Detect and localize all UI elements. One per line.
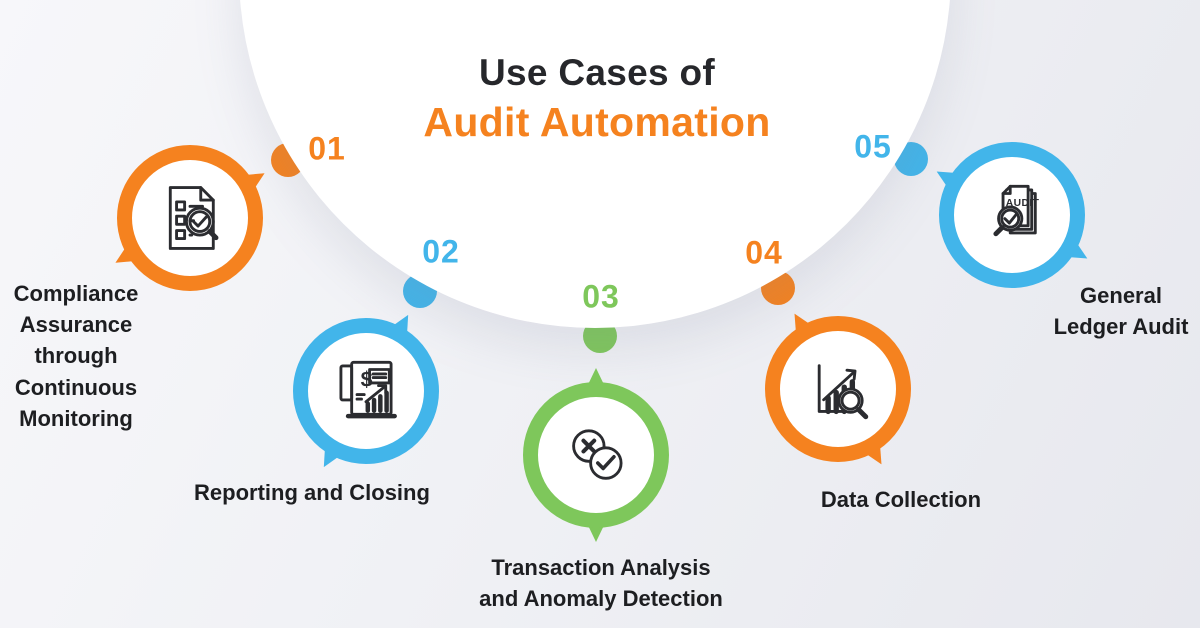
usecase-label-ledger-audit: General Ledger Audit [1046, 280, 1196, 342]
chart-magnifier-icon [817, 364, 869, 420]
usecase-label-data-collection: Data Collection [820, 487, 982, 512]
step-number-1: 01 [308, 130, 346, 167]
usecase-label-compliance: Compliance Assurance through Continuous … [13, 281, 139, 431]
usecase-badge-reporting: $ [293, 318, 439, 464]
usecase-badge-compliance [117, 145, 263, 291]
label-line: Ledger Audit [1053, 314, 1189, 340]
badge-ring: $ [293, 318, 439, 464]
label-line: General [1080, 283, 1162, 308]
label-line: Transaction Analysis [491, 555, 711, 580]
label-line: and Anomaly Detection [479, 586, 723, 612]
usecase-badge-data-collection [765, 316, 911, 462]
usecase-label-reporting: Reporting and Closing [194, 480, 430, 505]
step-number-5: 05 [854, 128, 892, 165]
checklist-magnifier-icon [168, 186, 219, 250]
badge-ring [765, 316, 911, 462]
audit-glyph: AUDIT [1006, 198, 1040, 209]
anomaly-check-icon [572, 429, 623, 480]
step-number-2: 02 [422, 233, 460, 270]
title-line-1: Use Cases of [479, 52, 715, 93]
step-number-4: 04 [745, 234, 783, 271]
badge-ring: AUDIT [939, 142, 1085, 288]
badge-ring [523, 382, 669, 528]
title-line-2: Audit Automation [423, 99, 771, 145]
badge-ring [117, 145, 263, 291]
page-title: Use Cases of Audit Automation [423, 52, 770, 146]
step-number-3: 03 [582, 278, 620, 315]
financial-report-icon: $ [339, 360, 397, 419]
usecase-label-transaction: Transaction Analysis and Anomaly Detecti… [451, 552, 751, 614]
usecase-badge-transaction [523, 382, 669, 528]
usecase-badge-ledger-audit: AUDIT [939, 142, 1085, 288]
audit-document-icon: AUDIT [993, 184, 1040, 237]
